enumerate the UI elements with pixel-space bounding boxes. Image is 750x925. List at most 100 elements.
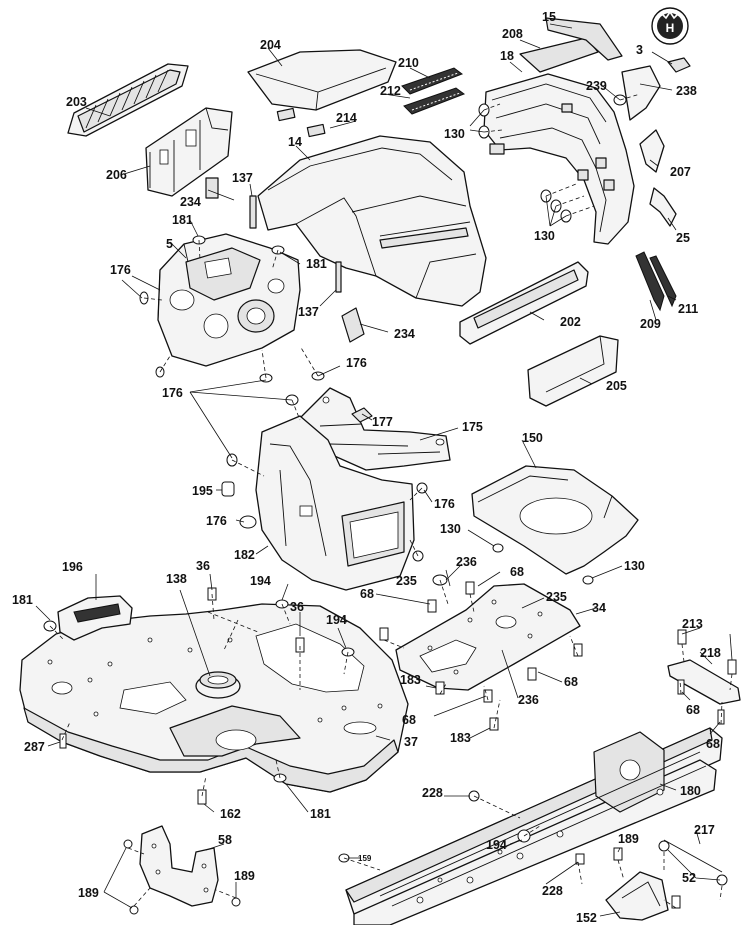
- label-3: 3: [636, 43, 643, 57]
- label-228-top: 228: [422, 786, 443, 800]
- label-189-right: 189: [618, 832, 639, 846]
- label-176-group: 176: [162, 386, 183, 400]
- part-180-main-frame: [345, 727, 723, 925]
- part-34-mount-plate: [395, 583, 581, 691]
- label-239: 239: [586, 79, 607, 93]
- label-218: 218: [700, 646, 721, 660]
- part-182-dash-tower: [255, 415, 415, 591]
- label-68-bracket-right: 68: [706, 737, 720, 751]
- label-68-top: 68: [510, 565, 524, 579]
- label-138: 138: [166, 572, 187, 586]
- assembly-lines: [49, 93, 733, 909]
- label-130-right: 130: [624, 559, 645, 573]
- label-209: 209: [640, 317, 661, 331]
- part-5-dash-console: [157, 233, 301, 367]
- label-183-top: 183: [400, 673, 421, 687]
- label-137-mid: 137: [298, 305, 319, 319]
- label-130-top: 130: [444, 127, 465, 141]
- label-18: 18: [500, 49, 514, 63]
- label-208: 208: [502, 27, 523, 41]
- part-205-cover: [527, 335, 619, 407]
- label-130-dash: 130: [440, 522, 461, 536]
- label-177: 177: [372, 415, 393, 429]
- label-68-left: 68: [360, 587, 374, 601]
- part-58-bracket: [123, 825, 241, 915]
- label-37: 37: [404, 735, 418, 749]
- part-234-137-small-items: [205, 177, 365, 343]
- label-228-bottom: 228: [542, 884, 563, 898]
- label-130-mid: 130: [534, 229, 555, 243]
- part-206-bracket: [145, 107, 233, 197]
- label-238: 238: [676, 84, 697, 98]
- part-150-deflector: [471, 465, 639, 585]
- label-150: 150: [522, 431, 543, 445]
- label-34: 34: [592, 601, 606, 615]
- part-3-emblem: H: [651, 7, 691, 73]
- fender-holes: [47, 637, 383, 723]
- label-58: 58: [218, 833, 232, 847]
- part-214-clips: [276, 107, 326, 138]
- part-196-handle: [43, 595, 133, 641]
- label-36-right: 36: [290, 600, 304, 614]
- label-183-lower: 183: [450, 731, 471, 745]
- leader-lines: [35, 23, 733, 917]
- label-15: 15: [542, 10, 556, 24]
- label-180: 180: [680, 784, 701, 798]
- label-162: 162: [220, 807, 241, 821]
- label-213: 213: [682, 617, 703, 631]
- label-68-bracket-left: 68: [686, 703, 700, 717]
- label-234-mid: 234: [394, 327, 415, 341]
- label-176-lower: 176: [206, 514, 227, 528]
- label-287: 287: [24, 740, 45, 754]
- label-205: 205: [606, 379, 627, 393]
- part-18-208-side-fender: [483, 17, 661, 245]
- part-204-seat-panel: [247, 49, 397, 111]
- label-137-top: 137: [232, 171, 253, 185]
- label-217: 217: [694, 823, 715, 837]
- part-138-collar: [195, 671, 241, 699]
- part-number-labels: 203 206 204 214 14 210 212 15 208 18 3 2…: [12, 10, 721, 925]
- label-181-bottom: 181: [310, 807, 331, 821]
- label-25: 25: [676, 231, 690, 245]
- label-152: 152: [576, 911, 597, 925]
- part-209-211-decals: [635, 251, 677, 312]
- part-203-grille: [67, 63, 189, 137]
- label-176-mid: 176: [346, 356, 367, 370]
- label-236-top: 236: [456, 555, 477, 569]
- label-203: 203: [66, 95, 87, 109]
- part-210-212-vents: [401, 67, 466, 115]
- label-210: 210: [398, 56, 419, 70]
- label-194-right: 194: [326, 613, 347, 627]
- label-194-frame: 194: [486, 838, 507, 852]
- part-14-hood: [257, 135, 487, 307]
- label-182: 182: [234, 548, 255, 562]
- label-175: 175: [462, 420, 483, 434]
- label-36-left: 36: [196, 559, 210, 573]
- label-181-right: 181: [306, 257, 327, 271]
- label-236-lower: 236: [518, 693, 539, 707]
- label-196: 196: [62, 560, 83, 574]
- part-217-rod: [658, 839, 728, 886]
- label-195: 195: [192, 484, 213, 498]
- label-176-left: 176: [110, 263, 131, 277]
- label-159: 159: [358, 854, 372, 863]
- label-181-top: 181: [172, 213, 193, 227]
- label-68-lower: 68: [402, 713, 416, 727]
- label-212: 212: [380, 84, 401, 98]
- label-176-right: 176: [434, 497, 455, 511]
- emblem-letter: H: [666, 21, 675, 35]
- label-52: 52: [682, 871, 696, 885]
- label-181-left: 181: [12, 593, 33, 607]
- label-207: 207: [670, 165, 691, 179]
- label-211: 211: [678, 302, 698, 316]
- part-202-front-grille: [459, 261, 589, 345]
- label-189-mid: 189: [234, 869, 255, 883]
- part-218-bracket: [667, 629, 741, 725]
- label-235-left: 235: [396, 574, 417, 588]
- label-206: 206: [106, 168, 127, 182]
- label-202: 202: [560, 315, 581, 329]
- part-175-dash-support: [299, 387, 451, 471]
- label-68-plate: 68: [564, 675, 578, 689]
